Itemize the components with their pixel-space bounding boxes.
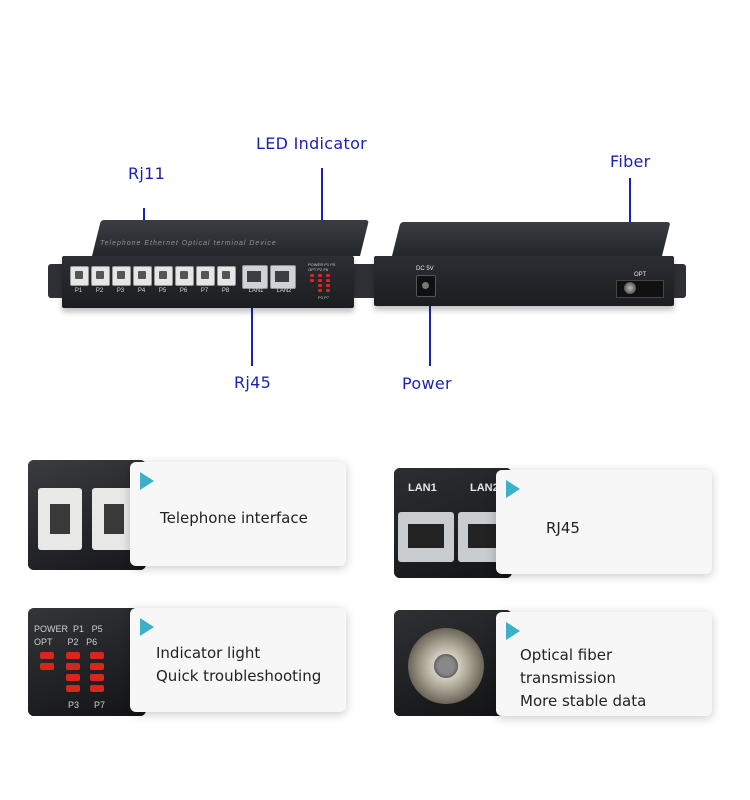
rj45-callout: Rj45 (234, 373, 272, 392)
rj11-port[interactable] (154, 266, 173, 286)
feature-line: Indicator light (156, 644, 261, 662)
rj45-photo: LAN1 LAN2 (394, 468, 512, 578)
feature-text: RJ45 (546, 519, 580, 537)
dc-power-label: DC 5V (416, 266, 434, 272)
feature-line: Optical fiber transmission (520, 646, 616, 687)
feature-text: Telephone interface (160, 509, 308, 527)
led-header-p5: P5 (330, 262, 336, 267)
led-light (66, 674, 80, 681)
rj45-leader (251, 298, 253, 366)
led-light (90, 663, 104, 670)
led-light (40, 652, 54, 659)
feature-card-rj45: RJ45 (496, 470, 712, 574)
photo-led-p2: P2 (67, 637, 79, 647)
led-header-p6: P6 (323, 267, 329, 272)
telephone-interface-photo (28, 460, 146, 570)
rj11-port[interactable] (70, 266, 89, 286)
device-top-panel (92, 220, 369, 256)
port-label: P8 (221, 288, 230, 294)
indicator-light-photo: POWER P1 P5 OPT P2 P6 P3 P7 (28, 608, 146, 716)
port-label: P3 (116, 288, 125, 294)
feature-line: More stable data (520, 692, 647, 710)
device-top-panel (392, 222, 671, 256)
led-light (66, 685, 80, 692)
rj45-jack-image (398, 512, 454, 562)
photo-led-p3: P3 (68, 700, 80, 710)
device-front-panel: P1 P2 P3 P4 P5 P6 P7 P8 LAN1 LAN2 POWER … (62, 256, 354, 308)
rj11-port[interactable] (133, 266, 152, 286)
feature-text: Indicator light Quick troubleshooting (156, 642, 321, 688)
card-arrow-icon (140, 472, 154, 490)
port-label: P6 (179, 288, 188, 294)
feature-line: Quick troubleshooting (156, 667, 322, 685)
led-panel: POWER P1 P5 OPT P2 P6 P3 P7 (308, 262, 342, 302)
led-footer-p7: P7 (324, 295, 329, 300)
led-light (326, 274, 330, 277)
rj11-callout: Rj11 (128, 164, 166, 183)
photo-led-opt: OPT (34, 637, 53, 647)
port-label: P1 (74, 288, 83, 294)
rj11-port[interactable] (112, 266, 131, 286)
photo-led-p1: P1 (73, 624, 85, 634)
rj11-port[interactable] (175, 266, 194, 286)
fiber-port-photo (394, 610, 512, 716)
fiber-callout: Fiber (610, 152, 651, 171)
device-front-panel: DC 5V OPT (374, 256, 674, 306)
feature-card-fiber: Optical fiber transmission More stable d… (496, 612, 712, 716)
led-header-p1: P1 (324, 262, 330, 267)
card-arrow-icon (506, 622, 520, 640)
rj11-port[interactable] (91, 266, 110, 286)
led-light (90, 685, 104, 692)
led-light (326, 284, 330, 287)
led-indicator-callout: LED Indicator (256, 134, 368, 153)
rj45-port-lan2[interactable] (270, 265, 296, 289)
led-light (318, 289, 322, 292)
card-arrow-icon (140, 618, 154, 636)
feature-card-telephone: Telephone interface (130, 462, 346, 566)
led-light (318, 274, 322, 277)
feature-card-indicator: Indicator light Quick troubleshooting (130, 608, 346, 712)
lan2-photo-label: LAN2 (470, 482, 499, 494)
fiber-port[interactable] (624, 282, 636, 294)
led-light (310, 274, 314, 277)
opt-label: OPT (634, 272, 647, 278)
lan2-label: LAN2 (276, 288, 292, 294)
led-light (40, 663, 54, 670)
device-top-text: Telephone Ethernet Optical terminal Devi… (100, 240, 277, 247)
port-label: P2 (95, 288, 104, 294)
rj11-port[interactable] (217, 266, 236, 286)
led-light (326, 289, 330, 292)
power-callout: Power (402, 374, 452, 393)
lan1-label: LAN1 (248, 288, 264, 294)
led-header-power: POWER (308, 262, 324, 267)
photo-led-p6: P6 (86, 637, 98, 647)
photo-led-p7: P7 (94, 700, 106, 710)
led-header-opt: OPT (308, 267, 317, 272)
led-light (66, 652, 80, 659)
led-light (90, 674, 104, 681)
photo-led-p5: P5 (91, 624, 103, 634)
port-label: P4 (137, 288, 146, 294)
mount-ear-left (48, 264, 66, 298)
lan1-photo-label: LAN1 (408, 482, 437, 494)
led-light (66, 663, 80, 670)
dc-power-jack[interactable] (416, 275, 436, 297)
led-footer-p3: P3 (318, 295, 323, 300)
rj45-port-lan1[interactable] (242, 265, 268, 289)
feature-text: Optical fiber transmission More stable d… (520, 644, 712, 713)
led-light (90, 652, 104, 659)
led-light (326, 279, 330, 282)
led-header-p2: P2 (317, 267, 323, 272)
led-light (310, 279, 314, 282)
power-leader (429, 290, 431, 366)
port-label: P5 (158, 288, 167, 294)
photo-led-power: POWER (34, 624, 69, 634)
led-light (318, 279, 322, 282)
card-arrow-icon (506, 480, 520, 498)
port-label: P7 (200, 288, 209, 294)
fiber-connector-image (408, 628, 484, 704)
rj11-port[interactable] (196, 266, 215, 286)
led-light (318, 284, 322, 287)
